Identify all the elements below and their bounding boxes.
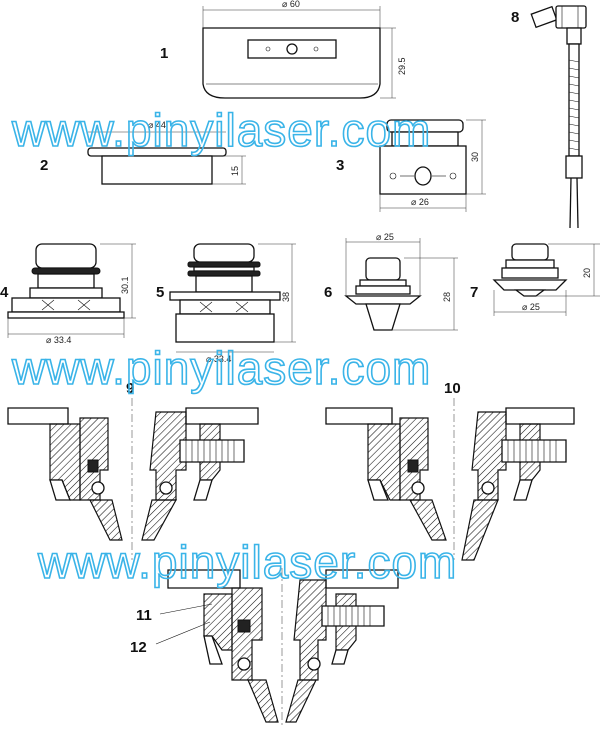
dim-label: ⌀ 25 bbox=[376, 232, 394, 242]
watermark-1: www.pinyilaser.com bbox=[11, 104, 431, 156]
part-1-lens-cover: 1 ⌀ 60 29.5 bbox=[160, 0, 407, 99]
part-5-nozzle-body: 5 38 ⌀ 33.4 bbox=[156, 243, 296, 364]
part-3-nozzle-connector: 3 30 ⌀ 26 bbox=[336, 119, 486, 212]
dim-label: ⌀ 25 bbox=[522, 302, 540, 312]
dim-label: ⌀ 33.4 bbox=[206, 354, 231, 364]
watermark-2: www.pinyilaser.com bbox=[11, 342, 431, 394]
part-number-1: 1 bbox=[160, 45, 168, 62]
part-number-5: 5 bbox=[156, 284, 164, 301]
dim-label: ⌀ 33.4 bbox=[46, 335, 71, 345]
part-number-11: 11 bbox=[136, 607, 152, 624]
part-10-section-view: 10 bbox=[325, 380, 575, 561]
part-11-12-section-view: 11 12 bbox=[130, 568, 399, 728]
part-number-2: 2 bbox=[40, 157, 48, 174]
part-number-7: 7 bbox=[470, 284, 478, 301]
part-number-4: 4 bbox=[0, 284, 9, 301]
part-7-nozzle-tip: 7 20 ⌀ 25 bbox=[470, 243, 600, 316]
part-4-nozzle-body: 4 30.1 ⌀ 33.4 bbox=[0, 243, 136, 345]
part-number-6: 6 bbox=[324, 284, 332, 301]
dim-label: 38 bbox=[281, 292, 291, 302]
part-8-sensor-cable: 8 bbox=[511, 5, 587, 229]
dim-label: 15 bbox=[230, 166, 240, 176]
dim-label: ⌀ 44 bbox=[148, 120, 166, 130]
dim-label: 28 bbox=[442, 292, 452, 302]
part-2-lens-holder: 2 ⌀ 44 15 bbox=[40, 120, 246, 185]
part-number-12: 12 bbox=[130, 639, 147, 656]
dim-label: 30.1 bbox=[120, 276, 130, 294]
watermark-3: www.pinyilaser.com bbox=[37, 536, 457, 588]
dim-label: 29.5 bbox=[397, 57, 407, 75]
dim-label: 20 bbox=[582, 268, 592, 278]
part-number-9: 9 bbox=[126, 380, 134, 397]
dim-label: 30 bbox=[470, 152, 480, 162]
part-9-section-view: 9 bbox=[7, 380, 259, 560]
part-number-10: 10 bbox=[444, 380, 461, 397]
part-number-3: 3 bbox=[336, 157, 344, 174]
part-6-nozzle-tip: 6 ⌀ 25 28 bbox=[324, 232, 458, 331]
part-number-8: 8 bbox=[511, 9, 519, 26]
dim-label: ⌀ 26 bbox=[411, 197, 429, 207]
dim-label: ⌀ 60 bbox=[282, 0, 300, 9]
